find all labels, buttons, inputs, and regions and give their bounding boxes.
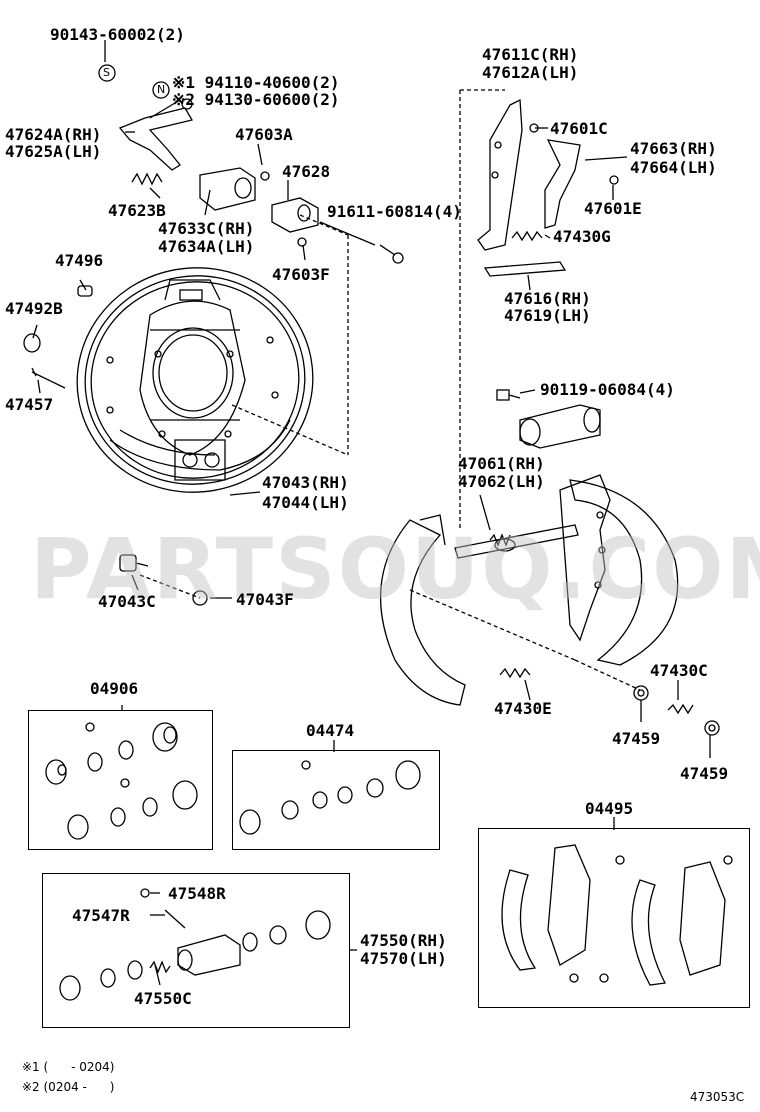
s-symbol	[98, 64, 116, 82]
label-47633c[interactable]: 47633C(RH)	[158, 219, 255, 238]
label-90143[interactable]: 90143-60002(2)	[50, 25, 185, 44]
label-47430g[interactable]: 47430G	[553, 227, 611, 246]
backing-plate-drawing	[76, 267, 314, 493]
cylinder-47633c	[199, 167, 270, 211]
label-47603f[interactable]: 47603F	[272, 265, 330, 284]
label-47601e[interactable]: 47601E	[584, 199, 642, 218]
kit-box-04906	[28, 710, 213, 850]
label-47459-b[interactable]: 47459	[680, 764, 729, 783]
bolt-47457	[31, 367, 66, 389]
label-47634a[interactable]: 47634A(LH)	[158, 237, 255, 256]
kit-04474-parts	[239, 760, 421, 835]
kit-box-04495	[478, 828, 750, 1008]
cap-47043f	[192, 590, 208, 606]
plug-47496	[77, 285, 93, 297]
label-47430e[interactable]: 47430E	[494, 699, 552, 718]
label-47547r[interactable]: 47547R	[72, 906, 130, 925]
label-47459-a[interactable]: 47459	[612, 729, 661, 748]
label-47625a[interactable]: 47625A(LH)	[5, 142, 102, 161]
label-47043f[interactable]: 47043F	[236, 590, 294, 609]
spring-47430e	[499, 667, 531, 679]
spring-47430c	[667, 703, 694, 715]
label-47548r[interactable]: 47548R	[168, 884, 226, 903]
label-47664[interactable]: 47664(LH)	[630, 158, 717, 177]
label-47061[interactable]: 47061(RH)	[458, 454, 545, 473]
bolt-90119	[496, 389, 521, 401]
spring-47430g	[511, 230, 543, 242]
clip-47601e	[609, 175, 619, 185]
watermark: PARTSOUQ.COM	[30, 520, 760, 618]
label-94130[interactable]: ※2 94130-60600(2)	[172, 90, 340, 109]
label-47628[interactable]: 47628	[282, 162, 331, 181]
wheel-cylinder-assy	[519, 404, 601, 449]
diagram-code: 473053C	[690, 1090, 745, 1104]
footnote-1: ※1 ( - 0204)	[22, 1060, 115, 1074]
bolt-91611	[379, 244, 404, 264]
spring-47623b	[131, 172, 163, 186]
label-47492b[interactable]: 47492B	[5, 299, 63, 318]
cup-47459-b	[704, 720, 720, 736]
label-47663[interactable]: 47663(RH)	[630, 139, 717, 158]
label-47062[interactable]: 47062(LH)	[458, 472, 545, 491]
parking-lever-drawing	[118, 98, 194, 171]
label-47624a[interactable]: 47624A(RH)	[5, 125, 102, 144]
lever-47663	[544, 139, 581, 229]
kit-box-04474	[232, 750, 440, 850]
label-47616[interactable]: 47616(RH)	[504, 289, 591, 308]
label-47619[interactable]: 47619(LH)	[504, 306, 591, 325]
label-04474[interactable]: 04474	[306, 721, 355, 740]
label-47611c[interactable]: 47611C(RH)	[482, 45, 579, 64]
label-47623b[interactable]: 47623B	[108, 201, 166, 220]
label-47043[interactable]: 47043(RH)	[262, 473, 349, 492]
label-47044[interactable]: 47044(LH)	[262, 493, 349, 512]
strut-47616	[483, 261, 567, 277]
brake-shoes-drawing	[380, 474, 679, 706]
bleeder-47043c	[119, 554, 149, 572]
label-47570[interactable]: 47570(LH)	[360, 949, 447, 968]
label-47612a[interactable]: 47612A(LH)	[482, 63, 579, 82]
label-91611[interactable]: 91611-60814(4)	[327, 202, 462, 221]
kit-box-47550	[42, 873, 350, 1028]
label-04495[interactable]: 04495	[585, 799, 634, 818]
label-94110[interactable]: ※1 94110-40600(2)	[172, 73, 340, 92]
label-47601c[interactable]: 47601C	[550, 119, 608, 138]
label-47550[interactable]: 47550(RH)	[360, 931, 447, 950]
leader-lines	[32, 40, 711, 986]
n-symbol-text: N	[157, 83, 166, 96]
n-symbol	[152, 81, 170, 99]
label-47550c[interactable]: 47550C	[134, 989, 192, 1008]
label-90119[interactable]: 90119-06084(4)	[540, 380, 675, 399]
kit-04495-shoes	[501, 844, 733, 986]
label-47457[interactable]: 47457	[5, 395, 54, 414]
lever-47611c	[477, 98, 523, 251]
s-symbol-text: S	[103, 66, 110, 79]
clip-47603f	[297, 237, 307, 247]
cup-47459-a	[633, 685, 649, 701]
label-04906[interactable]: 04906	[90, 679, 139, 698]
plug-47492b	[23, 333, 41, 353]
guide-47628	[271, 197, 319, 233]
footnote-2: ※2 (0204 - )	[22, 1080, 115, 1094]
kit-04906-parts	[45, 722, 198, 840]
clip-47601c	[529, 123, 539, 133]
label-47603a[interactable]: 47603A	[235, 125, 293, 144]
kit-47550-parts	[59, 888, 331, 1001]
label-47043c[interactable]: 47043C	[98, 592, 156, 611]
label-47496[interactable]: 47496	[55, 251, 104, 270]
leader-dashes	[139, 89, 641, 691]
label-47430c[interactable]: 47430C	[650, 661, 708, 680]
